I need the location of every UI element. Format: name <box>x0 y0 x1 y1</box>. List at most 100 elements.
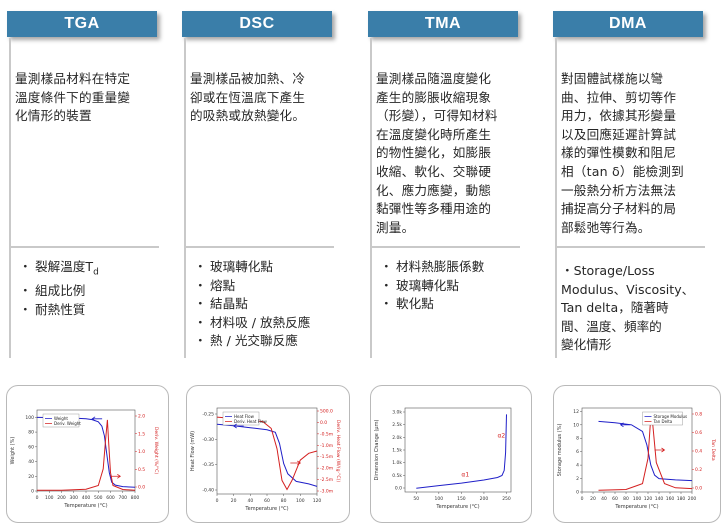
x-tick-label: 0 <box>216 498 219 504</box>
legend-entry: Weight <box>54 416 68 421</box>
legend-entry: Tan Delta <box>653 419 673 424</box>
x-tick-label: 100 <box>633 496 642 502</box>
y2-tick-label: 0.5 <box>138 467 145 473</box>
y2-tick-label: 0.2 <box>695 467 702 473</box>
description-tga: 量測樣品材料在特定 溫度條件下的重量變 化情形的裝置 <box>15 71 131 124</box>
list-item: 變化情形 <box>561 337 612 353</box>
y-tick-label: 1.5k <box>392 448 402 454</box>
y2-tick-label: -0.5m <box>320 431 333 437</box>
list-item: Tan delta，隨著時 <box>561 300 669 316</box>
y-tick-label: 3.0k <box>392 410 402 416</box>
y-tick-label: 2.5k <box>392 422 402 428</box>
legend-box <box>642 411 683 426</box>
description-dma: 對固體試樣施以彎 曲、拉伸、剪切等作 用力，依據其形變量 以及回應延遲計算試 樣… <box>561 71 684 235</box>
y2-axis-label: Deriv. Heat Flow (W/(g·°C)) <box>335 420 341 482</box>
y-tick-label: 0.0 <box>395 486 402 492</box>
divider-vertical <box>555 38 557 358</box>
y2-tick-label: 0.0 <box>138 485 145 491</box>
y-tick-label: 100 <box>25 415 34 421</box>
y-tick-label: -0.35 <box>202 462 214 468</box>
legend-entry: Heat Flow <box>234 414 255 419</box>
y-axis-label: Weight (%) <box>10 437 16 465</box>
y2-tick-label: 500.0 <box>320 409 333 415</box>
y-tick-label: 40 <box>28 459 34 465</box>
y-tick-label: 0 <box>31 489 34 495</box>
series-line-deriv-heat-flow <box>216 416 318 491</box>
x-tick-label: 150 <box>457 496 466 502</box>
divider-vertical <box>370 38 372 358</box>
column-dma: DMA 對固體試樣施以彎 曲、拉伸、剪切等作 用力，依據其形變量 以及回應延遲計… <box>553 0 715 360</box>
list-item: Modulus、Viscosity、 <box>561 281 695 297</box>
series-line-dimension-change <box>416 414 507 489</box>
description-tma: 量測樣品隨溫度變化 產生的膨脹收縮現象 （形變），可得知材料 在溫度變化時所產生… <box>376 71 498 235</box>
y-tick-label: 80 <box>28 430 34 436</box>
y-tick-label: 60 <box>28 444 34 450</box>
divider-horizontal <box>184 246 334 248</box>
y-tick-label: 10 <box>573 422 579 428</box>
y-tick-label: 20 <box>28 474 34 480</box>
x-tick-label: 600 <box>106 495 115 501</box>
y2-tick-label: 0.0 <box>695 486 702 492</box>
y2-tick-label: 1.5 <box>138 431 145 437</box>
x-tick-label: 100 <box>435 496 444 502</box>
x-tick-label: 200 <box>57 495 66 501</box>
y-tick-label: 2 <box>576 476 579 482</box>
x-tick-label: 500 <box>94 495 103 501</box>
x-tick-label: 50 <box>413 496 419 502</box>
arrow-left-icon <box>91 416 103 422</box>
y2-tick-label: 2.0 <box>138 414 145 420</box>
list-item: ・軟化點 <box>380 296 434 312</box>
x-tick-label: 160 <box>666 496 675 502</box>
y-axis-label: Storage modulus (%) <box>557 424 563 477</box>
x-tick-label: 20 <box>590 496 596 502</box>
x-axis-label: Temperature (°C) <box>614 504 658 510</box>
y2-axis-label: Tan Delta <box>710 438 716 461</box>
y2-tick-label: -1.5m <box>320 454 333 460</box>
x-tick-label: 40 <box>601 496 607 502</box>
x-axis-label: Temperature (°C) <box>435 504 479 510</box>
x-tick-label: 300 <box>69 495 78 501</box>
y2-tick-label: -1.0m <box>320 443 333 449</box>
x-tick-label: 80 <box>623 496 629 502</box>
divider-vertical <box>9 38 11 358</box>
y-tick-label: 8 <box>576 436 579 442</box>
divider-horizontal <box>370 246 520 248</box>
list-item: ・材料熱膨脹係數 <box>380 259 485 274</box>
column-tga: TGA 量測樣品材料在特定 溫度條件下的重量變 化情形的裝置 ・裂解溫度Td ・… <box>7 0 169 360</box>
list-item: ・組成比例 <box>19 283 86 299</box>
list-item: ・玻璃轉化點 <box>194 259 273 274</box>
list-item: ・耐熱性質 <box>19 301 86 317</box>
legend-entry: Deriv. Heat Flow <box>234 419 268 424</box>
y2-tick-label: -2.0m <box>320 466 333 472</box>
y2-tick-label: 1.0 <box>138 449 145 455</box>
list-tga: ・裂解溫度Td ・組成比例 ・耐熱性質 <box>19 258 169 319</box>
y-tick-label: 6 <box>576 449 579 455</box>
x-tick-label: 0 <box>581 496 584 502</box>
header-dsc: DSC <box>182 11 332 37</box>
list-dma: ・Storage/Loss Modulus、Viscosity、 Tan del… <box>561 262 701 355</box>
list-item: ・Storage/Loss <box>561 263 655 278</box>
x-tick-label: 180 <box>677 496 686 502</box>
y-tick-label: 0.5k <box>392 473 402 479</box>
header-tga: TGA <box>7 11 157 37</box>
x-tick-label: 40 <box>247 498 253 504</box>
arrow-right-icon <box>110 473 122 479</box>
arrow-right-icon <box>290 460 302 466</box>
legend-entry: Deriv. Weight <box>54 421 81 426</box>
divider-vertical <box>184 38 186 358</box>
list-item: 間、溫度、頻率的 <box>561 318 662 334</box>
y-axis-label: Dimension Change (μm) <box>374 420 380 481</box>
arrow-right-icon <box>654 447 666 453</box>
x-tick-label: 400 <box>82 495 91 501</box>
list-item: ・熔點 <box>194 277 236 293</box>
x-tick-label: 60 <box>612 496 618 502</box>
x-tick-label: 120 <box>644 496 653 502</box>
series-line-tan-delta <box>598 416 693 491</box>
legend-entry: Storage Modulus <box>654 414 688 419</box>
